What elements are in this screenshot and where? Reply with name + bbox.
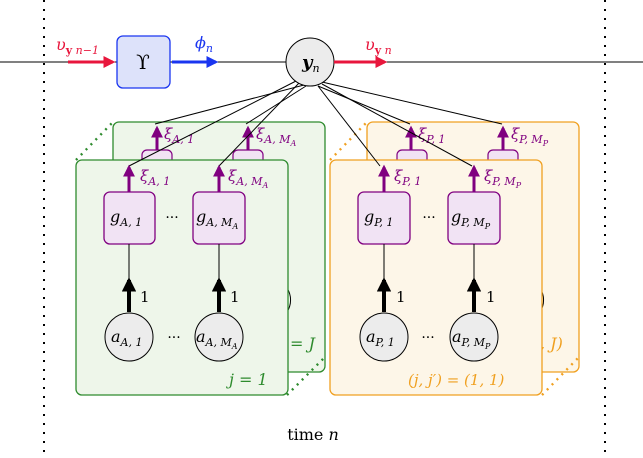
plate-a-depth-bottom <box>286 356 326 396</box>
node-am <box>194 312 244 362</box>
y-edges <box>128 79 503 167</box>
front-group-a: ξA, 1 ξA, MA gA, 1 ··· gA, MA 1 1 aA, 1 … <box>103 164 268 362</box>
node-a1 <box>104 312 154 362</box>
edge-label-p1: 1 <box>396 288 406 306</box>
node-pm <box>449 312 499 362</box>
back-xi-pm: ξP, MP <box>511 125 549 148</box>
upsilon-factor <box>116 35 171 89</box>
plate-a-depth-top <box>75 121 114 161</box>
plate-a-front-label: j = 1 <box>226 370 268 389</box>
dots-g-p: ··· <box>422 210 435 226</box>
label-xi-a1: ξA, 1 <box>140 167 170 188</box>
upsilon-factor-label: ϒ <box>136 50 150 74</box>
factor-g-a1-label: gA, 1 <box>110 207 142 229</box>
dots-p: ··· <box>421 330 434 346</box>
label-xi-am: ξA, MA <box>228 167 268 190</box>
label-xi-p1: ξP, 1 <box>394 167 421 188</box>
plate-p-front-label: (j, j′) = (1, 1) <box>408 371 505 389</box>
node-p1-label: aP, 1 <box>366 327 395 349</box>
node-a1-label: aA, 1 <box>111 327 142 349</box>
label-phi: ϕn <box>195 33 213 55</box>
front-group-p: ξP, 1 ξP, MP gP, 1 ··· gP, MP 1 1 aP, 1 … <box>357 164 522 362</box>
node-am-label: aA, MA <box>196 327 238 351</box>
label-upsilon-prev: υy n−1 <box>56 35 99 57</box>
node-p1 <box>359 312 409 362</box>
y-node-label: yn <box>301 52 320 75</box>
dots-g-a: ··· <box>165 210 178 226</box>
top-chain: υy n−1 ϒ ϕn yn υy n <box>56 33 392 89</box>
factor-g-p1-label: gP, 1 <box>364 207 393 229</box>
edge-label-a1: 1 <box>140 288 150 306</box>
plate-p-depth-top <box>329 121 368 161</box>
label-upsilon-next: υy n <box>365 35 392 57</box>
factor-g-pm-label: gP, MP <box>451 207 491 231</box>
back-xi-am: ξA, MA <box>256 125 296 148</box>
edge-label-pm: 1 <box>486 288 496 306</box>
plate-p-depth-bottom <box>541 356 580 396</box>
plate-p-back-label: , J) <box>540 334 563 353</box>
label-xi-pm: ξP, MP <box>484 167 522 190</box>
time-caption: time n <box>287 425 339 444</box>
factor-g-am-label: gA, MA <box>196 207 238 231</box>
edge-label-am: 1 <box>230 288 240 306</box>
node-pm-label: aP, MP <box>452 327 491 351</box>
dots-a: ··· <box>167 330 180 346</box>
plate-a-back-label: = J <box>290 334 316 353</box>
